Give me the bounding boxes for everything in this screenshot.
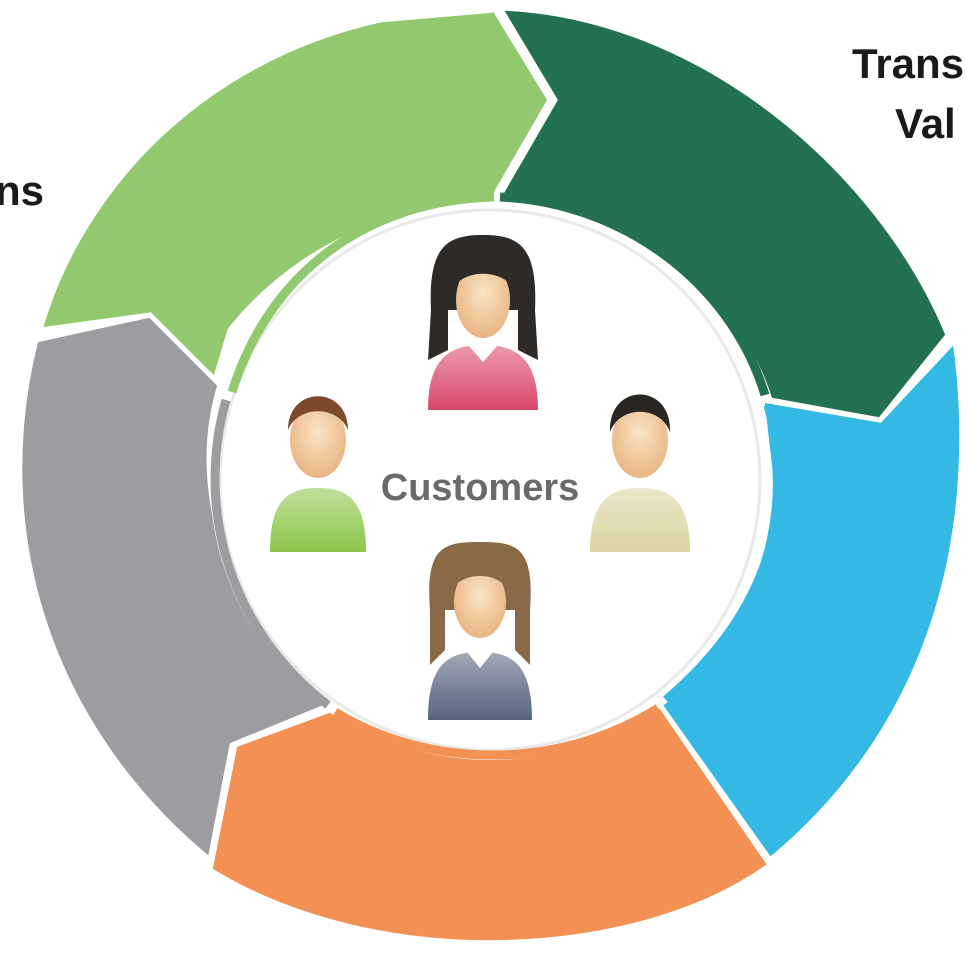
center-label: Customers [381,467,580,509]
segment-label-top-right-1: Trans [852,40,964,87]
segment-label-top-right-2: Val [895,100,956,147]
person-man-left [270,396,366,552]
person-man-right [590,394,690,552]
person-woman-bottom [428,542,532,720]
segment-gray [17,312,335,865]
ring-segments [17,5,965,946]
segment-label-left: ns [0,167,44,214]
person-woman-top [428,235,538,410]
inner-arcs [210,192,784,760]
inner-ring-outline [218,208,762,752]
segment-blue [656,334,965,864]
segment-light-green [36,7,553,385]
inner-ring [210,200,770,760]
